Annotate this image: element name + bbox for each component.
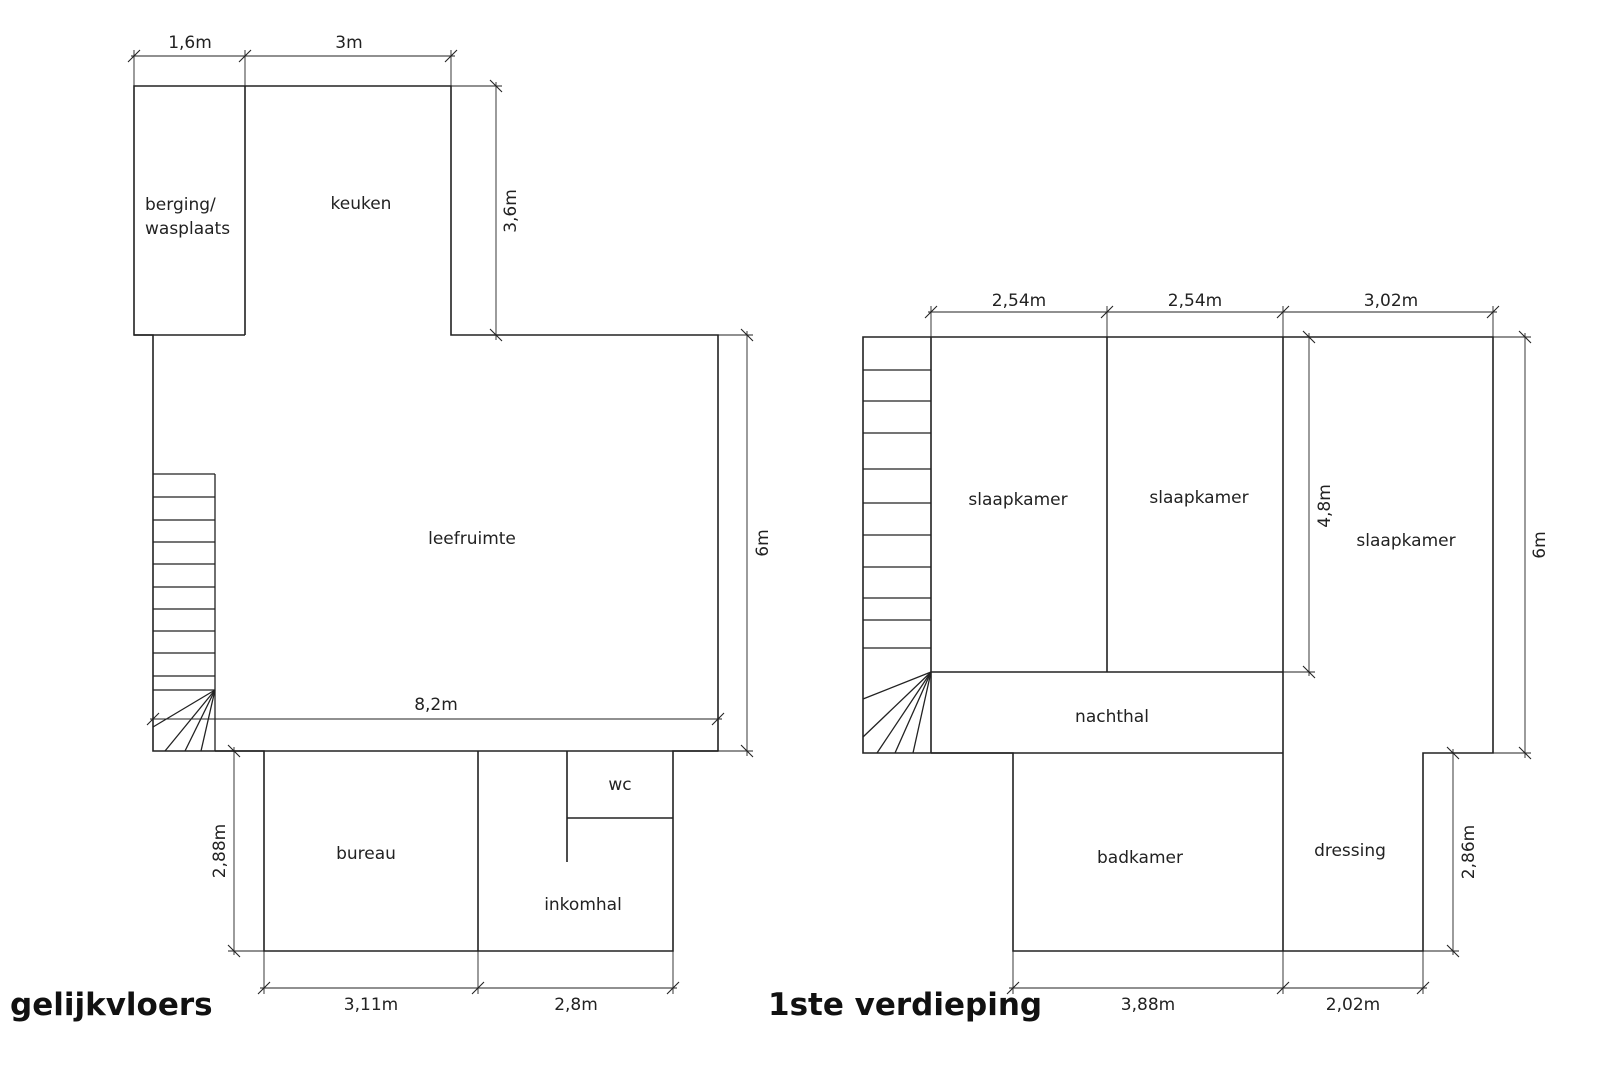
dim-label-inkomhal-width: 2,8m (554, 995, 598, 1015)
dim-label-front-depth: 2,88m (210, 824, 230, 878)
dim-label-keuken-depth: 3,6m (501, 189, 521, 233)
dim-label-berging-width: 1,6m (168, 33, 212, 53)
first-staircase (862, 369, 932, 754)
dim-top-first (924, 305, 1500, 337)
dim-front-depth (227, 744, 264, 958)
dim-label-dressing-depth: 2,86m (1459, 825, 1479, 879)
dim-dressing-depth (1423, 746, 1460, 958)
ground-floor-outline (133, 85, 719, 952)
dim-label-leefruimte-width: 8,2m (414, 695, 458, 715)
dim-label-slaapkamer-2-width: 2,54m (1168, 291, 1222, 311)
room-label-slaapkamer-1: slaapkamer (968, 490, 1067, 510)
dim-label-first-total-depth: 6m (1530, 531, 1550, 558)
floor-title-first: 1ste verdieping (768, 987, 1042, 1023)
dim-slaapkamer-3-depth (1283, 330, 1316, 679)
room-label-nachthal: nachthal (1075, 707, 1149, 727)
dim-label-keuken-width: 3m (335, 33, 362, 53)
room-label-keuken: keuken (331, 194, 392, 214)
dim-label-bureau-width: 3,11m (344, 995, 398, 1015)
dim-top-ground (127, 49, 458, 86)
ground-staircase (152, 473, 216, 752)
dim-label-slaapkamer-1-width: 2,54m (992, 291, 1046, 311)
room-label-slaapkamer-3: slaapkamer (1356, 531, 1455, 551)
dim-label-dressing-width: 2,02m (1326, 995, 1380, 1015)
dim-first-total-depth (1493, 330, 1532, 760)
dim-label-badkamer-width: 3,88m (1121, 995, 1175, 1015)
room-label-leefruimte: leefruimte (428, 529, 516, 549)
room-label-bureau: bureau (336, 844, 396, 864)
room-label-berging-line1: berging/ (145, 195, 216, 215)
dim-leefruimte-depth (718, 328, 754, 758)
room-label-dressing: dressing (1314, 841, 1386, 861)
room-label-inkomhal: inkomhal (544, 895, 622, 915)
first-floor-plan: slaapkamer slaapkamer slaapkamer nachtha… (768, 291, 1550, 1023)
room-label-wc: wc (608, 775, 631, 795)
dim-leefruimte-width (146, 712, 725, 726)
floor-title-ground: gelijkvloers (10, 987, 213, 1023)
room-label-badkamer: badkamer (1097, 848, 1183, 868)
room-label-slaapkamer-2: slaapkamer (1149, 488, 1248, 508)
dim-keuken-depth (451, 79, 503, 342)
dim-bottom-first (1006, 951, 1430, 995)
dim-label-leefruimte-depth: 6m (753, 529, 773, 556)
room-label-berging-line2: wasplaats (145, 219, 230, 239)
dim-bottom-ground (257, 951, 680, 995)
ground-floor-plan: berging/ wasplaats keuken leefruimte wc … (10, 33, 773, 1023)
dim-label-slaapkamer-3-depth: 4,8m (1315, 484, 1335, 528)
dim-label-slaapkamer-3-width: 3,02m (1364, 291, 1418, 311)
